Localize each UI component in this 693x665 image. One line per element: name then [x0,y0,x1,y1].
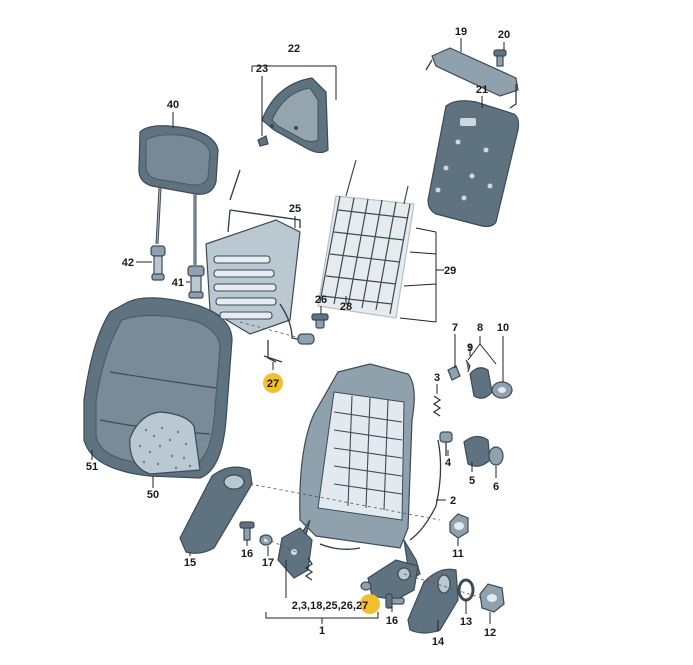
clip-23 [257,135,269,147]
headrest [138,125,219,265]
ring-13 [457,578,475,602]
callout-2: 2 [450,495,456,507]
callout-23: 23 [256,63,268,75]
callout-10: 10 [497,322,509,334]
highlight-27-group [360,594,380,614]
side-trim-15 [179,466,253,554]
clip-7 [447,365,461,381]
lumbar-support-25 [205,169,315,363]
callout-51: 51 [86,461,98,473]
screw-16a [239,521,255,541]
part-4 [439,431,453,456]
leader-lines [91,38,505,632]
callout-17: 17 [262,557,274,569]
highlight-27-top [263,373,283,393]
callout-group-text: 2,3,18,25,26, [292,600,356,612]
hinge-bracket-right [367,559,419,601]
callout-41: 41 [172,277,184,289]
clip-9 [465,359,471,373]
callout-19: 19 [455,26,467,38]
callout-42: 42 [122,257,134,269]
callout-15: 15 [184,557,196,569]
backrest-panel-21 [427,100,520,228]
callout-labels: 19 20 21 22 23 40 42 41 25 26 28 29 27 7… [86,26,510,648]
callout-40: 40 [167,99,179,111]
callout-50: 50 [147,489,159,501]
backrest-shell-22 [261,77,329,154]
adjuster-8 [469,367,493,399]
callout-26: 26 [315,294,327,306]
knob-10 [491,381,513,399]
screw-16b [385,593,405,609]
callout-group-27: 27 [356,600,368,612]
callout-12: 12 [484,627,496,639]
backrest-foam-pattern [138,426,192,470]
callout-6: 6 [493,481,499,493]
callout-group: 2,3,18,25,26,27 [292,600,368,612]
callout-4: 4 [445,457,452,469]
callout-20: 20 [498,29,510,41]
callout-16-left: 16 [241,548,253,560]
callout-29: 29 [444,265,456,277]
washer-17 [259,534,273,546]
callout-1: 1 [319,625,325,637]
callout-7: 7 [452,322,458,334]
callout-27-top: 27 [267,378,279,390]
nut-27-bottom [360,581,372,591]
spring-18 [304,557,314,581]
wire-mat-28 [317,159,415,319]
side-trim-14 [407,568,459,634]
callout-16-right: 16 [386,615,398,627]
knob-6 [488,446,504,466]
bolt-20 [493,49,507,67]
spring-3 [432,395,442,417]
callout-28: 28 [340,301,352,313]
callout-21: 21 [476,84,488,96]
callout-3: 3 [434,372,440,384]
callout-22: 22 [288,43,300,55]
callout-13: 13 [460,616,472,628]
release-cable-2 [319,439,442,550]
hinge-bracket-left [277,527,313,579]
headrest-guide-42 [150,245,166,281]
callout-11: 11 [452,548,464,560]
headrest-guide-41 [187,265,205,299]
callout-8: 8 [477,322,483,334]
callout-14: 14 [432,636,445,648]
screw-26 [311,313,329,329]
screw-27-top [263,355,283,363]
callout-25: 25 [289,203,301,215]
backrest-cushion [83,297,233,479]
callout-5: 5 [469,475,475,487]
callout-9: 9 [467,342,473,354]
knob-11 [449,513,469,539]
headrest-bar-19 [425,47,519,109]
adjuster-5 [463,435,491,467]
knob-12 [479,583,505,613]
